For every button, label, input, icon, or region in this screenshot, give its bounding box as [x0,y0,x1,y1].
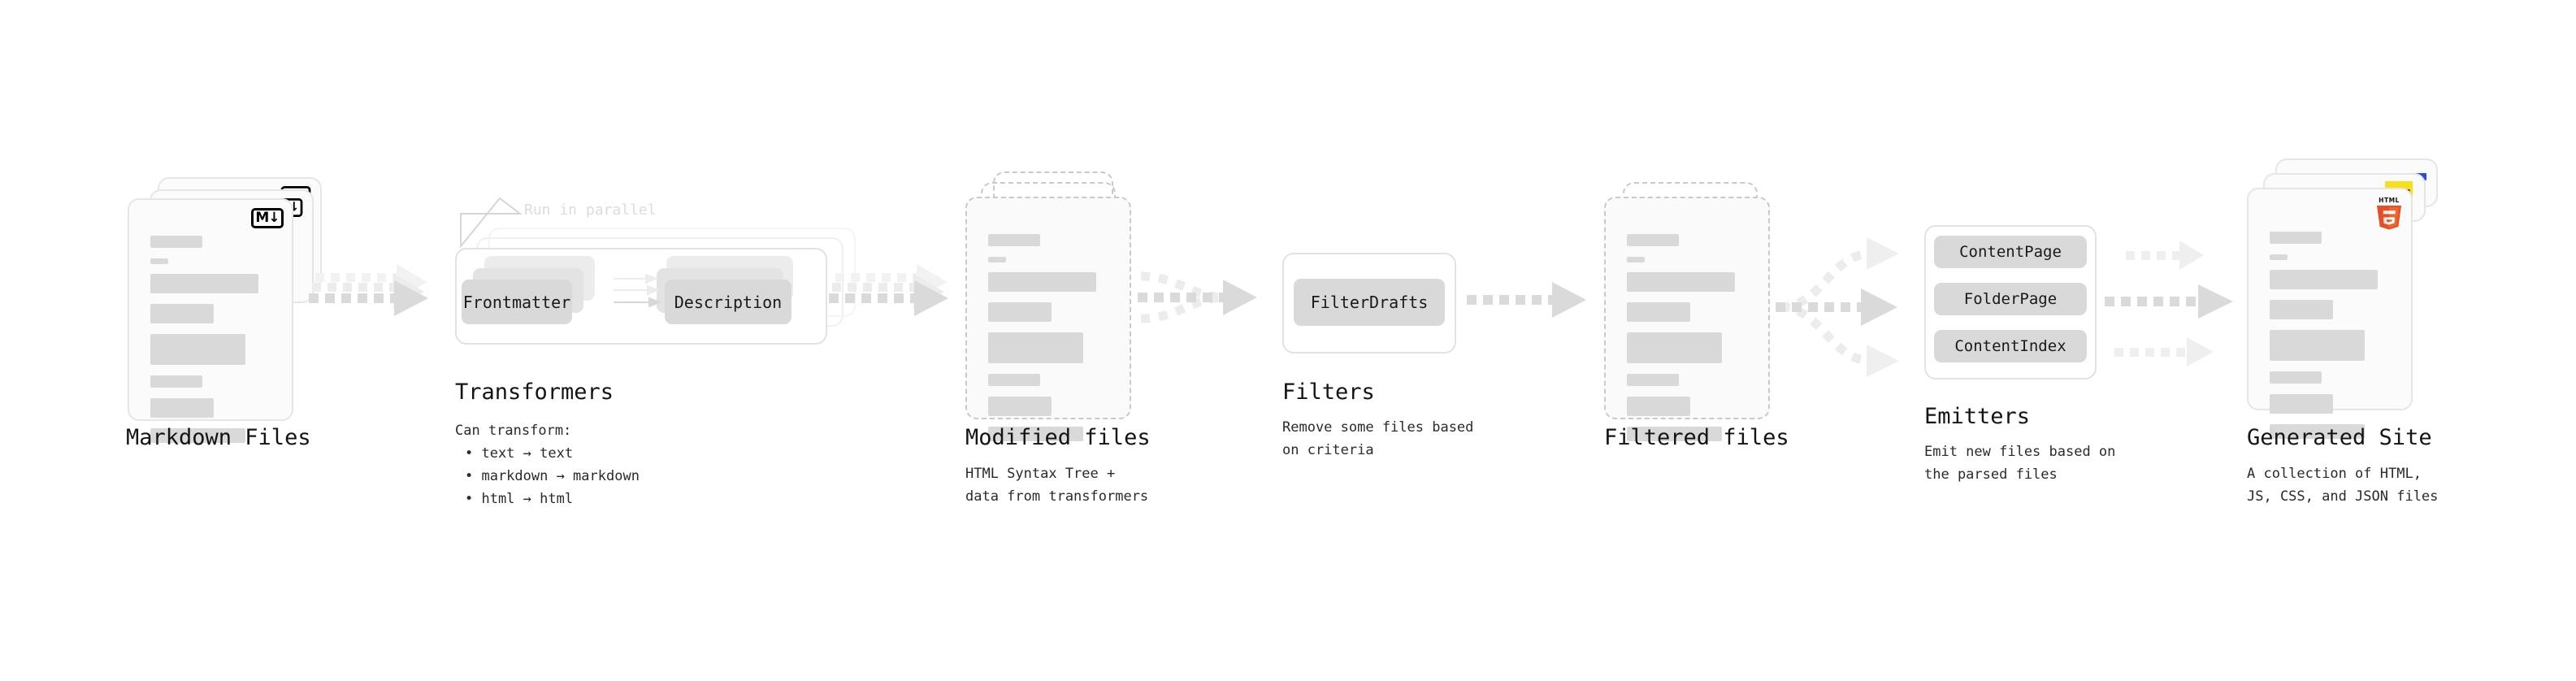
content-bar [988,302,1052,322]
step-title-emitters: Emitters [1924,404,2031,429]
content-bar [988,234,1040,246]
step-title-transformers: Transformers [455,380,614,405]
content-bar [150,334,245,365]
content-bar [150,258,168,264]
content-bar [988,374,1040,386]
content-bar [2270,424,2365,439]
step-desc-transformers: Can transform: [455,423,572,439]
step-title-filtered-files: Filtered files [1604,425,1789,450]
step-desc-modified-files: HTML Syntax Tree + data from transformer… [965,466,1149,505]
emitter-pill-contentpage[interactable]: ContentPage [1934,236,2087,268]
step-title-generated-site: Generated Site [2247,425,2432,450]
filtered-card-content [1627,234,1750,452]
content-bar [150,428,245,443]
content-bar [2270,254,2288,260]
content-bar [150,236,202,248]
run-in-parallel-note: Run in parallel [524,202,657,219]
content-bar [988,257,1006,262]
content-bar [150,274,258,293]
content-bar [2270,270,2378,289]
content-bar [1627,427,1722,441]
transformer-pill-frontmatter[interactable]: Frontmatter [462,280,572,324]
content-bar [2270,330,2365,361]
arrow-modified-to-filters [1138,271,1257,323]
content-bar [1627,234,1679,246]
svg-text:HTML: HTML [2379,197,2400,204]
run-in-parallel-bracket [460,197,523,249]
step-title-filters: Filters [1282,380,1375,405]
content-bar [1627,397,1690,416]
modified-card-front [965,197,1131,441]
emitter-pill-folderpage[interactable]: FolderPage [1934,283,2087,315]
content-bar [1627,332,1722,363]
content-bar [2270,232,2322,244]
content-bar [988,332,1083,363]
content-bar [1627,272,1735,292]
content-bar [2270,300,2333,319]
modified-card-content [988,234,1112,452]
content-bar [988,427,1083,441]
content-bar [1627,257,1645,262]
filter-pill-filterdrafts[interactable]: FilterDrafts [1294,279,1445,326]
transformer-inner-arrows [614,273,662,308]
step-desc-emitters: Emit new files based on the parsed files [1924,444,2116,483]
step-title-modified-files: Modified files [965,425,1151,450]
step-desc-generated-site: A collection of HTML, JS, CSS, and JSON … [2247,466,2439,505]
generated-card-front: HTML [2247,188,2413,439]
arrow-filtered-to-emitters [1776,237,1899,377]
content-bar [2270,371,2322,384]
step-title-markdown-files: Markdown Files [126,425,311,450]
content-bar [2270,394,2333,414]
arrow-emitters-to-site [2105,241,2233,367]
content-bar [988,397,1052,416]
transformers-bullet-0: • text → text [465,445,574,462]
content-bar [150,375,202,388]
markdown-icon: M↓ [251,208,284,228]
transformers-bullet-1: • markdown → markdown [465,468,640,484]
html5-badge-icon: HTML [2377,197,2401,230]
content-bar [1627,302,1690,322]
content-bar [988,272,1096,292]
emitter-pill-contentindex[interactable]: ContentIndex [1934,330,2087,362]
arrow-filters-to-filtered [1467,282,1586,318]
step-desc-filters: Remove some files based on criteria [1282,419,1474,458]
transformers-bullet-2: • html → html [465,491,574,507]
arrow-transformers-to-modified [829,264,948,316]
content-bar [150,398,214,418]
filtered-card-front [1604,197,1770,441]
content-bar [1627,374,1679,386]
markdown-card-front: M↓ [128,198,293,443]
transformer-pill-description[interactable]: Description [665,280,791,324]
content-bar [150,304,214,323]
generated-card-content [2270,232,2393,449]
arrow-markdown-to-transformers [309,264,428,316]
markdown-card-content [150,236,274,453]
